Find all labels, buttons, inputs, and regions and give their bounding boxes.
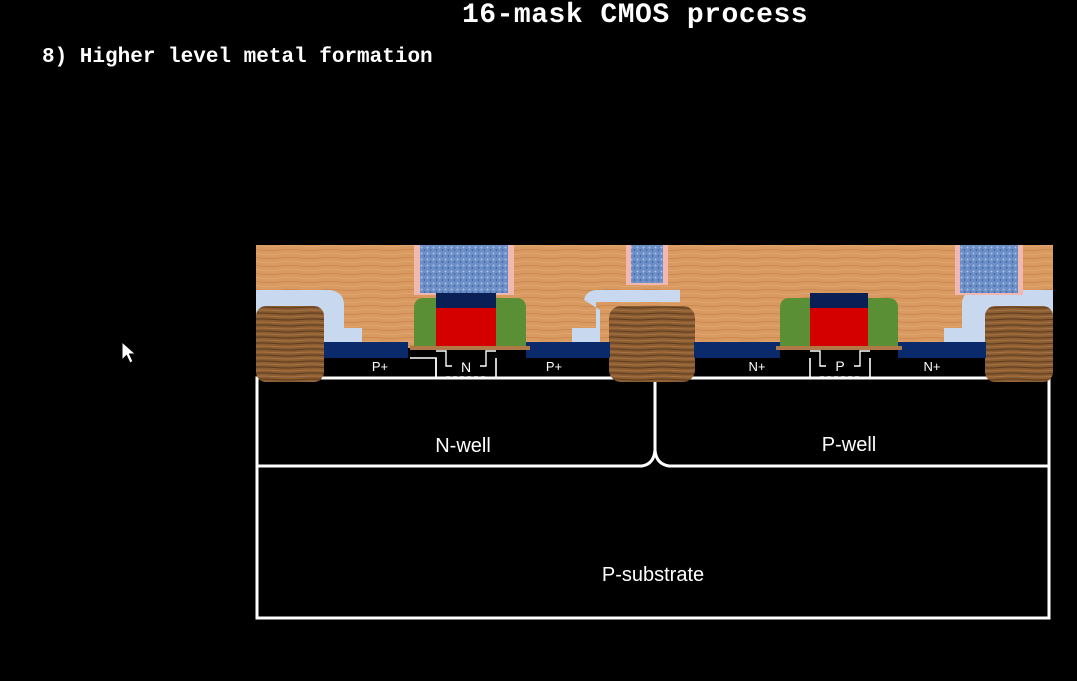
mouse-pointer-icon: [121, 341, 137, 364]
step-heading: 8) Higher level metal formation: [42, 46, 433, 69]
p-well-label: P-well: [822, 434, 876, 456]
nmos-drain-label: N+: [924, 359, 941, 374]
pmos-channel-label: N: [461, 359, 471, 375]
nmos-source-label: N+: [749, 359, 766, 374]
nmos-channel-label: P: [835, 358, 844, 374]
n-well-label: N-well: [435, 435, 491, 457]
pmos-gate: [410, 293, 530, 350]
p-well-outline: [653, 449, 1049, 468]
via-stack: [414, 245, 1023, 295]
contact-layer: [324, 342, 986, 358]
pmos-source-label: P+: [372, 359, 388, 374]
pmos-drain-label: P+: [546, 359, 562, 374]
slide-header: 16-mask CMOS process 8) Higher level met…: [0, 0, 1077, 69]
p-substrate-label: P-substrate: [602, 564, 704, 586]
diffusion-outlines: [322, 350, 986, 379]
field-oxide: [256, 306, 1053, 382]
slide-title: 16-mask CMOS process: [462, 0, 809, 31]
nmos-gate: [776, 293, 902, 350]
